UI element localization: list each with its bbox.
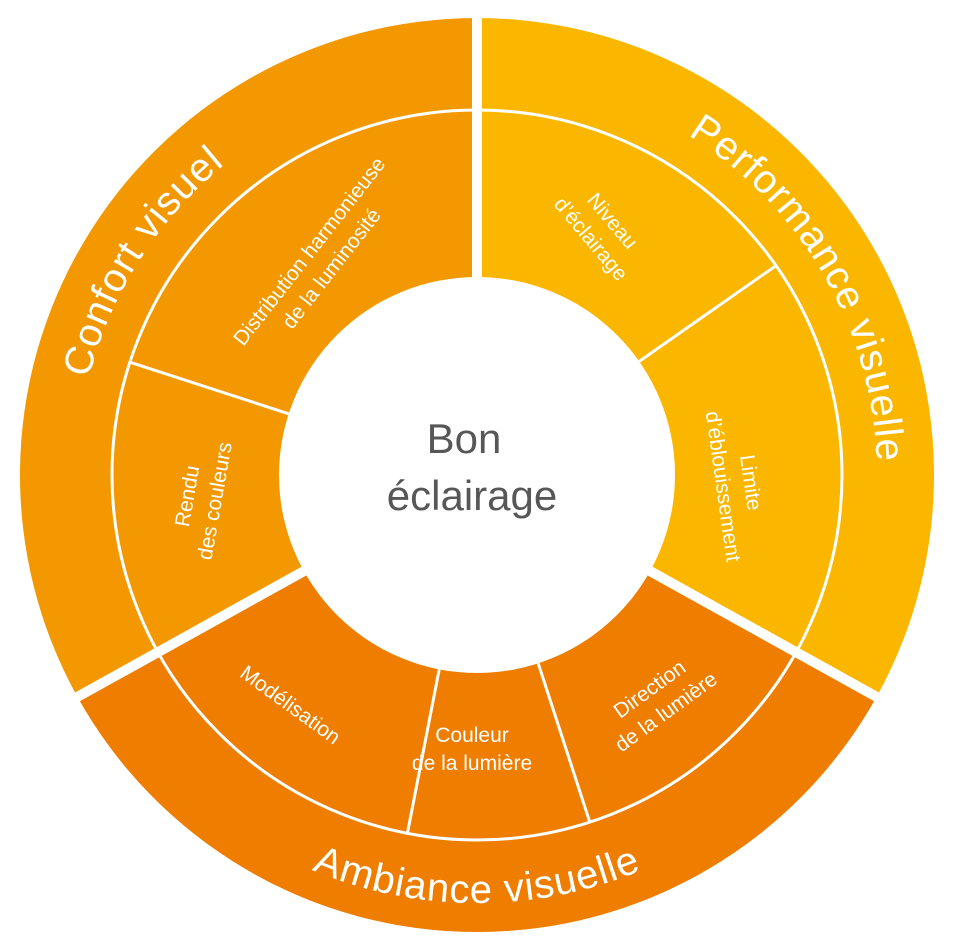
item-line: de la lumière [412, 752, 532, 775]
item-couleur-lumiere: Couleur de la lumière [412, 724, 532, 775]
center-title-line2: éclairage [387, 472, 557, 519]
center-title-line1: Bon [427, 415, 502, 462]
sub-dividers [129, 264, 777, 834]
center-circle [279, 277, 675, 673]
item-line: Couleur [435, 724, 509, 747]
